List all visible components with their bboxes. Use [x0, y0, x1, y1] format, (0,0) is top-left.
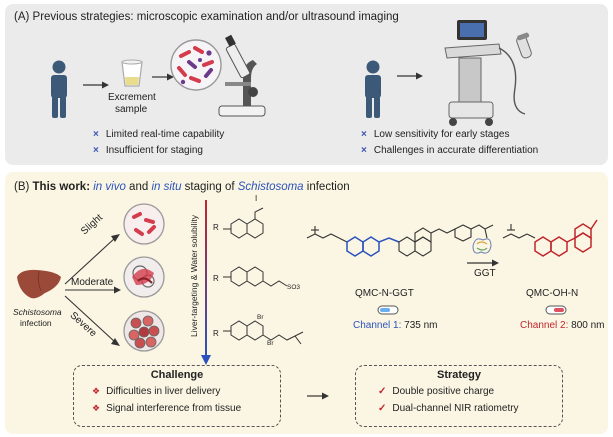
check-icon: ✓	[378, 386, 387, 397]
bromide-label: Br	[257, 314, 264, 321]
arrow-icon	[307, 392, 329, 400]
strategy-item: ✓Dual-channel NIR ratiometry	[378, 403, 519, 414]
probe-name: QMC-N-GGT	[355, 288, 414, 299]
liver-tissue-slight-icon	[123, 203, 165, 245]
arrow-icon	[152, 73, 174, 81]
bromide-label: Br	[267, 340, 274, 347]
channel-2-indicator-icon	[545, 305, 567, 315]
channel-1-label: Channel 1: 735 nm	[353, 320, 438, 331]
microscope-icon	[218, 34, 266, 117]
strategy-title: Strategy	[436, 369, 482, 381]
diamond-icon: ❖	[92, 403, 101, 413]
enzyme-label: GGT	[474, 268, 496, 279]
liver-icon	[17, 269, 61, 299]
sulfonate-label: SO3	[287, 284, 301, 291]
axis-label: Liver-targeting & Water solubility	[189, 214, 199, 337]
arrow-icon	[397, 72, 423, 80]
person-icon	[365, 60, 381, 118]
liver-label: Schistosoma	[13, 307, 62, 317]
panel-b-title: (B) This work: in vivo and in situ stagi…	[14, 181, 350, 193]
r-label: R	[213, 329, 219, 338]
strategy-box: Strategy ✓Double positive charge ✓Dual-c…	[355, 365, 563, 427]
limitation-item: ×Challenges in accurate differentiation	[361, 145, 539, 156]
qmc-n-ggt-structure	[306, 224, 494, 257]
excrement-label: Excrement	[108, 92, 156, 103]
challenge-title: Challenge	[150, 369, 204, 381]
enzyme-icon	[472, 238, 492, 254]
ultrasound-probe-icon	[516, 32, 532, 59]
limitation-item: ×Insufficient for staging	[93, 145, 203, 156]
check-icon: ✓	[378, 403, 387, 414]
cross-icon: ×	[93, 129, 99, 140]
quinolinium-sulfonate-structure	[223, 266, 288, 287]
limitation-item: ×Limited real-time capability	[93, 129, 225, 140]
cross-icon: ×	[93, 145, 99, 156]
diamond-icon: ❖	[92, 386, 101, 396]
arrow-icon	[83, 81, 109, 89]
panel-this-work: (B) This work: in vivo and in situ stagi…	[5, 172, 608, 434]
strategy-item: ✓Double positive charge	[378, 386, 495, 397]
channel-2-label: Channel 2: 800 nm	[520, 320, 605, 331]
ultrasound-machine-icon	[444, 20, 526, 126]
cross-icon: ×	[361, 129, 367, 140]
stage-arrows	[64, 234, 121, 346]
r-label: R	[213, 274, 219, 283]
panel-previous-strategies: (A) Previous strategies: microscopic exa…	[5, 4, 608, 165]
quinolinium-ethyl-structure	[223, 207, 264, 239]
sample-cup-icon	[121, 59, 143, 87]
cross-icon: ×	[361, 145, 367, 156]
limitation-item: ×Low sensitivity for early stages	[361, 129, 510, 140]
challenge-item: ❖Signal interference from tissue	[92, 403, 242, 414]
product-name: QMC-OH-N	[526, 288, 579, 299]
stage-label-moderate: Moderate	[71, 277, 114, 288]
reaction-arrow	[467, 259, 499, 267]
r-label: R	[213, 223, 219, 232]
iodide-label: I	[255, 194, 258, 203]
qmc-oh-n-structure	[502, 219, 598, 257]
infection-label: infection	[20, 318, 52, 328]
liver-tissue-severe-icon	[123, 310, 165, 352]
challenge-box: Challenge ❖Difficulties in liver deliver…	[73, 365, 281, 427]
gradient-arrow	[201, 200, 211, 365]
panel-a-title: (A) Previous strategies: microscopic exa…	[14, 11, 399, 23]
quinolinium-ammonium-structure	[223, 320, 304, 345]
challenge-item: ❖Difficulties in liver delivery	[92, 386, 221, 397]
person-icon	[51, 60, 67, 118]
channel-1-indicator-icon	[377, 305, 399, 315]
liver-tissue-moderate-icon	[123, 256, 165, 298]
sample-label: sample	[115, 104, 148, 115]
bacteria-view-icon	[170, 39, 222, 91]
